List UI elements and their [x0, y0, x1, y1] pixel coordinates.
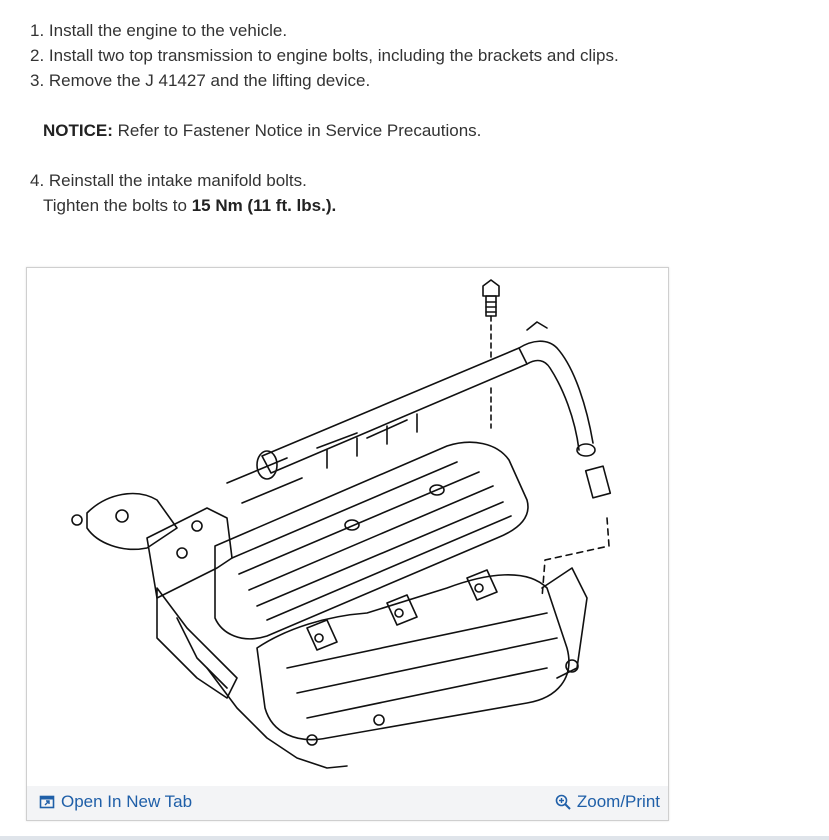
step-4: 4. Reinstall the intake manifold bolts. …	[30, 168, 336, 218]
open-in-new-tab-label: Open In New Tab	[61, 792, 193, 811]
torque-spec: Tighten the bolts to 15 Nm (11 ft. lbs.)…	[30, 193, 336, 218]
torque-value: 15 Nm (11 ft. lbs.).	[191, 196, 337, 215]
torque-prefix: Tighten the bolts to	[43, 196, 192, 215]
step-2: 2. Install two top transmission to engin…	[30, 46, 619, 65]
bottom-divider	[0, 836, 829, 840]
step-4-text: 4. Reinstall the intake manifold bolts.	[30, 171, 307, 190]
engine-illustration-figure: Open In New Tab Zoom/Print	[26, 267, 669, 821]
step-1: 1. Install the engine to the vehicle.	[30, 21, 288, 40]
open-in-new-tab-link[interactable]: Open In New Tab	[39, 792, 192, 812]
zoom-print-link[interactable]: Zoom/Print	[555, 792, 660, 812]
zoom-print-label: Zoom/Print	[576, 792, 660, 811]
notice: NOTICE: Refer to Fastener Notice in Serv…	[43, 118, 481, 143]
notice-text: Refer to Fastener Notice in Service Prec…	[112, 121, 482, 140]
open-in-new-tab-icon	[39, 795, 55, 809]
notice-label: NOTICE:	[43, 121, 113, 140]
engine-line-drawing[interactable]	[27, 268, 668, 786]
figure-toolbar: Open In New Tab Zoom/Print	[27, 786, 668, 820]
zoom-in-icon	[555, 794, 571, 810]
instruction-steps: 1. Install the engine to the vehicle. 2.…	[30, 18, 810, 93]
step-3: 3. Remove the J 41427 and the lifting de…	[30, 71, 371, 90]
